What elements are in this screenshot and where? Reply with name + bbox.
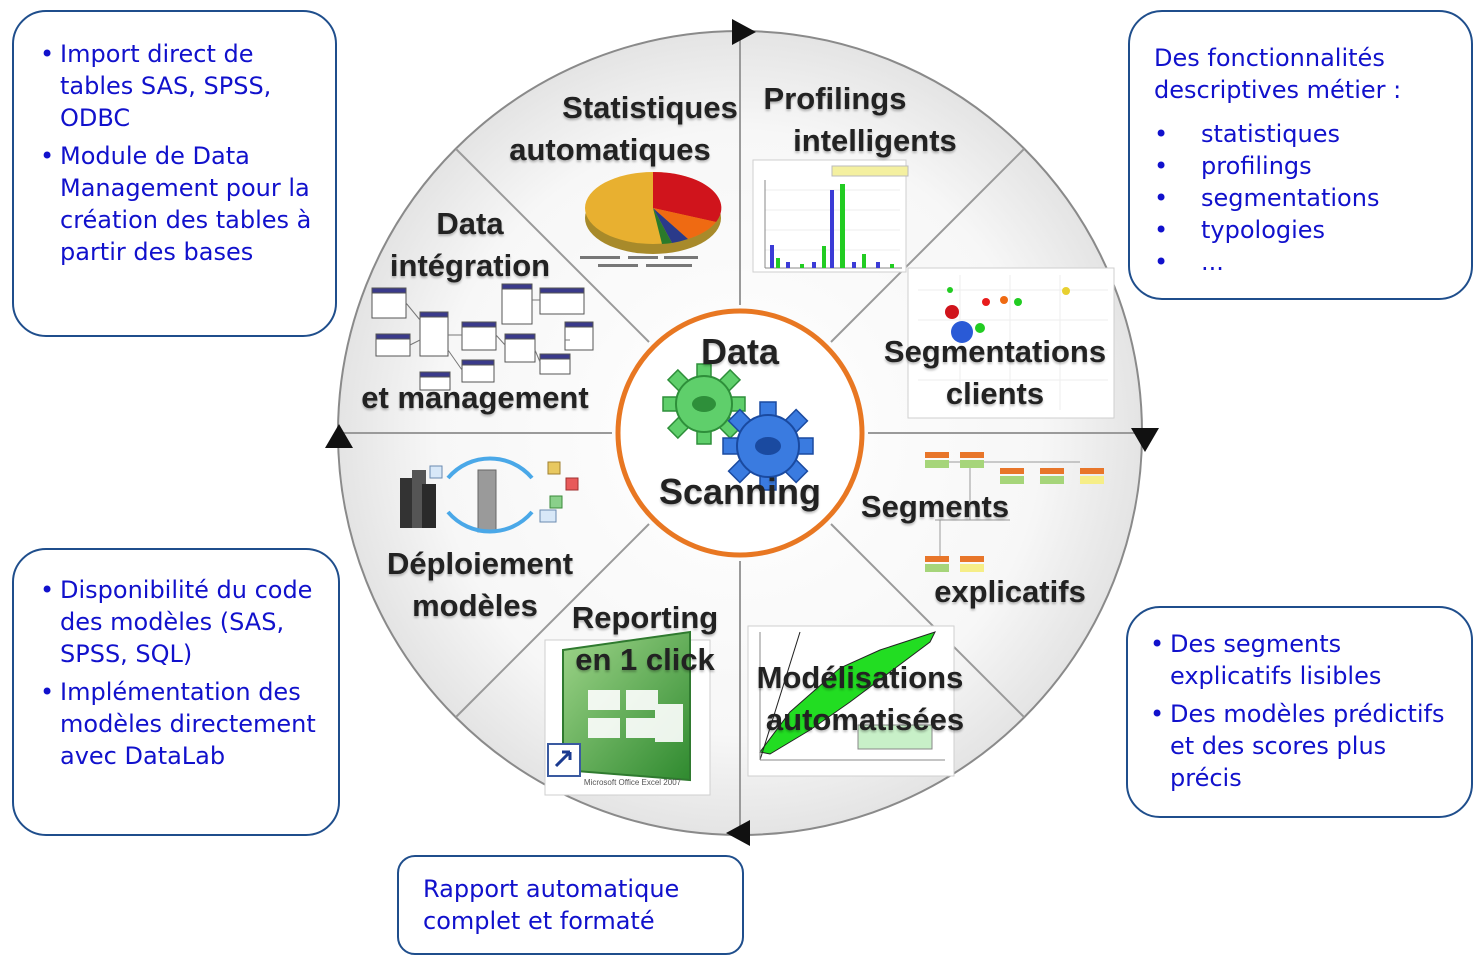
callout-top-left: Import direct de tables SAS, SPSS, ODBC … [12,10,337,337]
callout-top-right-list: statistiques profilings segmentations ty… [1154,118,1461,278]
segment-segmentations-line2: clients [945,376,1045,411]
callout-bottom-right: Des segments explicatifs lisibles Des mo… [1126,606,1473,818]
arrow-top-icon [732,19,756,45]
hub-title-line1: Data [700,331,780,372]
segment-profilings-line2: intelligents [793,123,957,158]
excel-icon [544,630,711,796]
list-item: Implémentation des modèles directement a… [40,676,324,772]
segment-deploiement-line1: Déploiement [386,546,574,581]
callout-top-left-list: Import direct de tables SAS, SPSS, ODBC … [40,38,319,268]
callout-top-right-title: Des fonctionnalités descriptives métier … [1154,44,1402,104]
callout-bottom-center: Rapport automatique complet et formaté [397,855,744,955]
list-item: statistiques [1154,118,1461,150]
table-schema-illustration [371,283,594,391]
green-gear-icon [662,363,746,445]
scatter-illustration [907,267,1115,419]
segment-integration-line1: Data [436,206,504,241]
list-item: Des segments explicatifs lisibles [1150,628,1457,692]
list-item: Import direct de tables SAS, SPSS, ODBC [40,38,319,134]
arrow-bottom-icon [726,820,750,846]
hub-title-line2: Scanning [658,471,822,512]
bar-chart-illustration [752,159,909,273]
callout-bottom-left: Disponibilité du code des modèles (SAS, … [12,548,340,836]
segment-modelisations-line1: Modélisations [756,660,964,695]
segment-integration-line3: et management [361,380,589,415]
tree-illustration [925,452,1104,572]
arrow-right-icon [1131,428,1159,452]
segment-statistiques-line1: Statistiques [562,90,738,125]
list-item: Module de Data Management pour la créati… [40,140,319,268]
callout-top-right: Des fonctionnalités descriptives métier … [1128,10,1473,300]
segment-profilings-line1: Profilings [763,81,907,116]
callout-bottom-right-list: Des segments explicatifs lisibles Des mo… [1150,628,1457,794]
excel-caption: Microsoft Office Excel 2007 [583,778,682,787]
segment-segments-line1: Segments [860,489,1010,524]
list-item: profilings [1154,150,1461,182]
callout-bottom-center-text: Rapport automatique complet et formaté [423,875,680,935]
list-item: Disponibilité du code des modèles (SAS, … [40,574,324,670]
list-item: typologies [1154,214,1461,246]
list-item: ... [1154,246,1461,278]
blue-gear-icon [722,401,814,491]
segment-segmentations-line1: Segmentations [883,334,1107,369]
segment-segments-line2: explicatifs [934,574,1086,609]
pie-chart-illustration [580,171,722,267]
callout-bottom-left-list: Disponibilité du code des modèles (SAS, … [40,574,324,772]
segment-integration-line2: intégration [389,248,551,283]
arrow-left-icon [325,424,353,448]
segment-reporting-line2: en 1 click [575,642,715,677]
segment-modelisations-line2: automatisées [765,702,965,737]
model-curve-illustration [747,625,955,777]
deployment-illustration [400,456,579,534]
list-item: segmentations [1154,182,1461,214]
wheel-dividers [338,31,1142,835]
segment-reporting-line1: Reporting [571,600,719,635]
segment-deploiement-line2: modèles [412,588,538,623]
segment-statistiques-line2: automatiques [509,132,711,167]
list-item: Des modèles prédictifs et des scores plu… [1150,698,1457,794]
